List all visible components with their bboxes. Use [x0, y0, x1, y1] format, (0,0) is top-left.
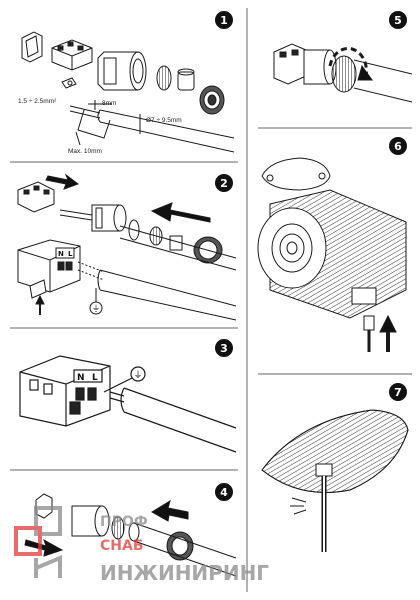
step-5-panel: 5 — [273, 11, 413, 103]
rotation-arrow-icon — [328, 46, 368, 77]
step-1-badge: 1 — [215, 11, 233, 29]
connector-open-drawing: N L — [17, 239, 81, 315]
arrow-right-icon — [45, 173, 80, 190]
plug-housing-drawing — [97, 51, 147, 91]
step-2-badge: 2 — [215, 174, 233, 192]
step-6-panel: 6 — [257, 137, 407, 352]
cable-drawing: ⏚ — [103, 366, 237, 453]
connector-line-mark: L — [68, 250, 73, 258]
step-2-number: 2 — [220, 177, 228, 190]
cable-diameter-label: Ø7 ÷ 9.5mm — [146, 117, 182, 124]
strip-length-label: 8mm — [102, 100, 116, 107]
watermark-logo: ПРОФ СНАБ ИНЖИНИРИНГ — [14, 506, 269, 585]
step-7-number: 7 — [394, 386, 402, 399]
connector-line-mark: L — [92, 373, 98, 383]
step-5-badge: 5 — [389, 11, 407, 29]
connector-neutral-mark: N — [58, 250, 64, 258]
step-4-panel: 4 — [24, 483, 237, 577]
step-3-badge: 3 — [215, 339, 233, 357]
watermark-line2: ИНЖИНИРИНГ — [100, 561, 269, 585]
closing-assembly-drawing — [71, 505, 237, 577]
earth-symbol-icon: ⏚ — [92, 304, 100, 313]
step-6-badge: 6 — [389, 137, 407, 155]
earth-symbol-icon: ⏚ — [133, 370, 142, 381]
wire-section-label: 1.5 ÷ 2.5mm² — [18, 98, 57, 105]
wired-connector-drawing: N L — [19, 355, 111, 427]
housing-assembly-drawing — [59, 204, 237, 271]
step-7-panel: 7 — [261, 383, 409, 552]
step-3-panel: 3 N L ⏚ — [19, 339, 237, 453]
watermark-emblem — [14, 506, 62, 578]
max-length-label: Max. 10mm — [68, 148, 102, 155]
gland-nut-drawing — [199, 85, 225, 115]
arrow-left-icon — [151, 499, 189, 522]
panel-dividers — [10, 8, 412, 592]
watermark-line1a: ПРОФ — [100, 514, 148, 530]
step-4-badge: 4 — [215, 483, 233, 501]
seal-ring-drawing — [156, 65, 172, 91]
arrow-right-icon — [24, 538, 64, 557]
step-2-panel: 2 N L — [17, 173, 237, 321]
step-3-number: 3 — [220, 342, 228, 355]
arrow-up-head-icon — [379, 314, 397, 333]
closed-connector-drawing — [273, 43, 413, 103]
step-7-badge: 7 — [389, 383, 407, 401]
gasket-drawing — [177, 71, 195, 91]
step-1-panel: 1 — [18, 11, 235, 155]
light-fixture-drawing — [257, 157, 407, 319]
step-6-number: 6 — [394, 140, 402, 153]
wire-clip-drawing — [21, 31, 43, 63]
small-clip-drawing — [61, 77, 77, 89]
step-4-number: 4 — [220, 486, 228, 499]
cable-plug-drawing — [363, 315, 375, 352]
stripped-cable-drawing — [69, 100, 235, 153]
installed-fixture-drawing — [261, 409, 409, 552]
arrow-left-icon — [150, 202, 211, 223]
step-5-number: 5 — [394, 14, 402, 27]
terminal-block-drawing — [51, 39, 93, 71]
step-1-number: 1 — [220, 14, 228, 27]
cable-with-wires-drawing: ⏚ — [77, 261, 237, 321]
terminal-block-drawing — [17, 181, 55, 213]
rotation-arrowhead-icon — [357, 64, 373, 81]
connector-neutral-mark: N — [77, 373, 85, 383]
watermark-line1b: СНАБ — [100, 538, 144, 554]
